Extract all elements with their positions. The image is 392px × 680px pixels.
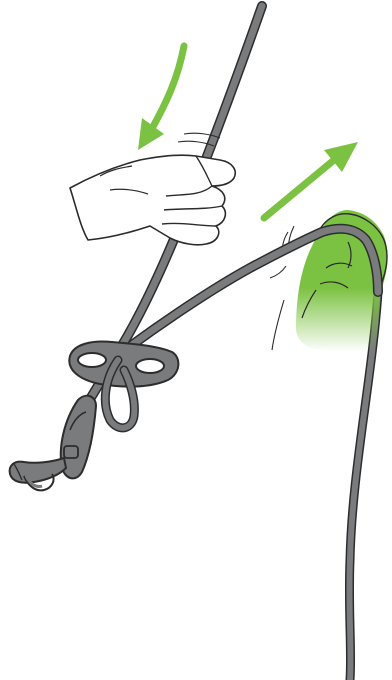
rope-pulled-strand	[91, 223, 383, 377]
belay-device-icon	[68, 340, 180, 388]
down-arrow-icon	[138, 42, 188, 150]
carabiner-icon	[59, 394, 98, 480]
rope-brake-strand	[344, 287, 383, 680]
rope-bight	[100, 355, 139, 433]
harness-loop	[8, 456, 68, 492]
left-hand-icon	[69, 132, 236, 246]
up-arrow-icon	[260, 142, 358, 222]
